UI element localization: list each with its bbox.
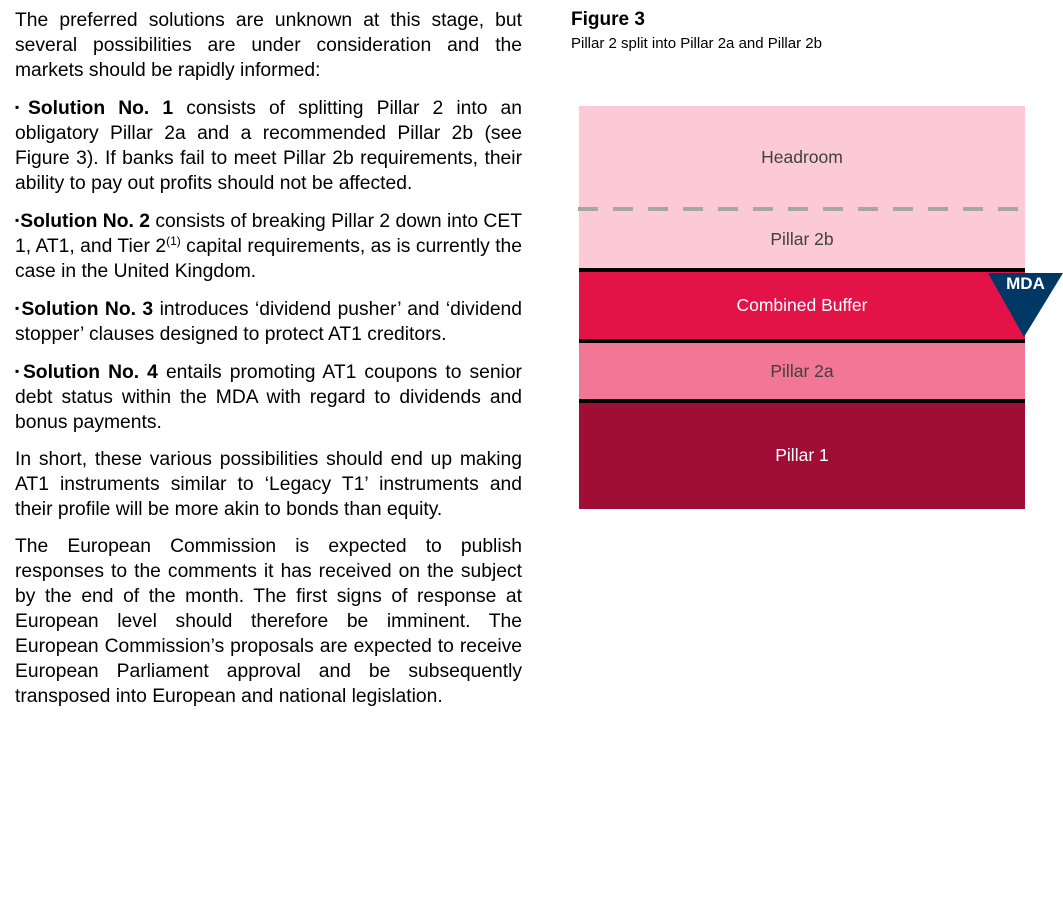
solution-label: Solution No. 4 <box>22 362 158 383</box>
layer-pillar-1: Pillar 1 <box>579 402 1025 509</box>
intro-paragraph: The preferred solutions are unknown at t… <box>15 10 522 81</box>
solution-4: ▪Solution No. 4 entails promoting AT1 co… <box>15 359 522 435</box>
divider-line <box>579 268 1025 272</box>
solution-2: ▪Solution No. 2 consists of breaking Pil… <box>15 208 522 284</box>
solution-text: introduces ‘dividend pusher’ and ‘divide… <box>15 299 522 345</box>
layer-label: Pillar 1 <box>775 445 829 465</box>
figure-subtitle: Pillar 2 split into Pillar 2a and Pillar… <box>571 35 822 52</box>
layer-pillar-2a: Pillar 2a <box>579 342 1025 401</box>
solution-3: ▪Solution No. 3 introduces ‘dividend pus… <box>15 296 522 347</box>
layer-label: Headroom <box>761 146 843 167</box>
bullet-icon: ▪ <box>15 301 21 315</box>
mda-marker-triangle-icon <box>988 273 1063 337</box>
solution-label: Solution No. 3 <box>21 299 154 320</box>
bullet-icon: ▪ <box>15 364 22 378</box>
solution-1: ▪Solution No. 1 consists of splitting Pi… <box>15 95 522 196</box>
footnote-ref: (1) <box>166 234 181 248</box>
solution-label: Solution No. 1 <box>28 98 174 119</box>
layer-combined-buffer: Combined Buffer <box>579 271 1025 340</box>
layer-pillar-2b: Pillar 2b <box>579 208 1025 270</box>
mda-label: MDA <box>1006 274 1045 293</box>
outlook-paragraph: The European Commission is expected to p… <box>15 536 522 707</box>
headroom-dashed-divider <box>578 207 1024 211</box>
layer-label: Combined Buffer <box>736 295 868 315</box>
solution-text: consists of splitting Pillar 2 into an o… <box>15 98 522 194</box>
layer-label: Pillar 2a <box>770 361 834 381</box>
layer-label: Pillar 2b <box>770 228 834 249</box>
bullet-icon: ▪ <box>15 213 20 227</box>
bullet-icon: ▪ <box>15 100 27 114</box>
divider-line <box>579 399 1025 403</box>
solution-text: entails promoting AT1 coupons to senior … <box>15 362 522 433</box>
layer-headroom: Headroom <box>579 106 1025 208</box>
capital-stack-diagram: Headroom Pillar 2b Combined Buffer Pilla… <box>578 106 1025 509</box>
solution-label: Solution No. 2 <box>20 211 150 232</box>
solution-text: consists of breaking Pillar 2 down into … <box>15 211 522 257</box>
figure-title: Figure 3 <box>571 9 645 30</box>
divider-line <box>579 339 1025 343</box>
solution-text-cont: capital requirements, as is currently th… <box>15 236 522 282</box>
article-column: The preferred solutions are unknown at t… <box>15 8 522 721</box>
summary-paragraph: In short, these various possibilities sh… <box>15 449 522 520</box>
